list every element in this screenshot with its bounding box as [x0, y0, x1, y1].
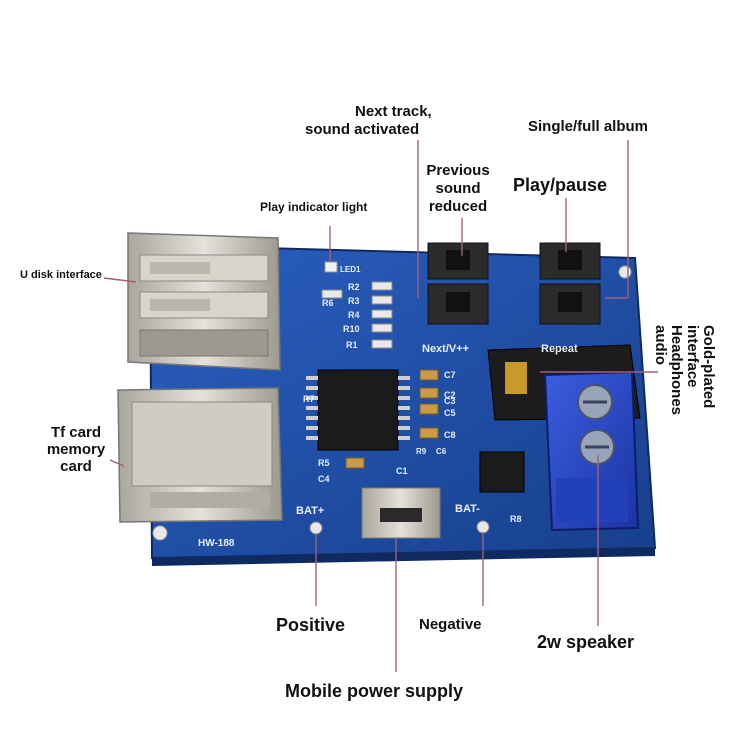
- silk-c6: C6: [436, 447, 447, 456]
- label-mobile-power-supply: Mobile power supply: [285, 681, 464, 701]
- silk-model: HW-188: [198, 538, 235, 549]
- silk-c3: C3: [444, 396, 456, 406]
- tf-card-slot: [117, 387, 283, 523]
- label-play-pause: Play/pause: [513, 175, 608, 195]
- label-sound: sound: [435, 180, 481, 197]
- label-interface: interface: [684, 325, 701, 388]
- label-headphones: Headphones: [668, 325, 685, 416]
- silk-r8: R8: [510, 514, 522, 524]
- button-previous: [427, 242, 489, 280]
- silk-r4: R4: [348, 310, 360, 320]
- label-positive: Positive: [276, 615, 346, 635]
- label-card: card: [60, 458, 92, 475]
- label-play-indicator-light: Play indicator light: [260, 200, 368, 214]
- button-play-pause: [539, 242, 601, 280]
- bat-minus-pad: [476, 520, 490, 534]
- silk-led1: LED1: [340, 265, 361, 274]
- label-sound-activated: sound activated: [305, 121, 420, 138]
- resistor-array: [321, 281, 393, 349]
- silk-c1: C1: [396, 466, 408, 476]
- silk-c7: C7: [444, 370, 456, 380]
- bat-plus-pad: [309, 521, 323, 535]
- label-next-track: Next track,: [355, 103, 432, 120]
- label-single-full-album: Single/full album: [528, 118, 649, 135]
- label-memory: memory: [46, 441, 106, 458]
- silk-bat-minus: BAT-: [455, 503, 480, 515]
- label-2w-speaker: 2w speaker: [537, 632, 635, 652]
- button-repeat: [539, 283, 601, 325]
- label-previous: Previous: [426, 162, 490, 179]
- silk-c2: C2: [444, 390, 456, 400]
- silk-repeat: Repeat: [541, 343, 578, 355]
- amplifier-chip: [479, 451, 525, 493]
- micro-usb-port: [361, 487, 441, 539]
- silk-r9: R9: [416, 447, 427, 456]
- silk-next-v: Next/V++: [422, 343, 469, 355]
- silk-r5: R5: [318, 458, 330, 468]
- label-gold-plated: Gold-plated: [700, 325, 717, 409]
- silk-r2: R2: [348, 282, 360, 292]
- label-audio: audio: [652, 325, 669, 365]
- silk-bat-plus: BAT+: [296, 505, 324, 517]
- capacitor-array: [345, 369, 439, 469]
- led-indicator: [324, 261, 338, 273]
- label-reduced: reduced: [428, 198, 488, 215]
- speaker-terminal: [543, 370, 640, 532]
- silk-r1: R1: [346, 340, 358, 350]
- usb-port: [127, 232, 281, 371]
- leader-lines: [103, 140, 658, 672]
- label-negative: Negative: [419, 616, 482, 633]
- silk-c8: C8: [444, 430, 456, 440]
- label-u-disk-interface: U disk interface: [20, 269, 102, 281]
- silk-r7: R7: [303, 394, 315, 404]
- mounting-hole: [618, 265, 632, 279]
- main-ic-chip: [306, 369, 410, 451]
- silk-r6: R6: [322, 298, 334, 308]
- silk-r3: R3: [348, 296, 360, 306]
- button-next: [427, 283, 489, 325]
- silk-c5: C5: [444, 408, 456, 418]
- mounting-hole: [152, 525, 168, 541]
- label-tf-card: Tf card: [50, 424, 101, 441]
- silk-c4: C4: [318, 474, 330, 484]
- pcb-edge: [152, 548, 655, 566]
- silk-r10: R10: [343, 324, 360, 334]
